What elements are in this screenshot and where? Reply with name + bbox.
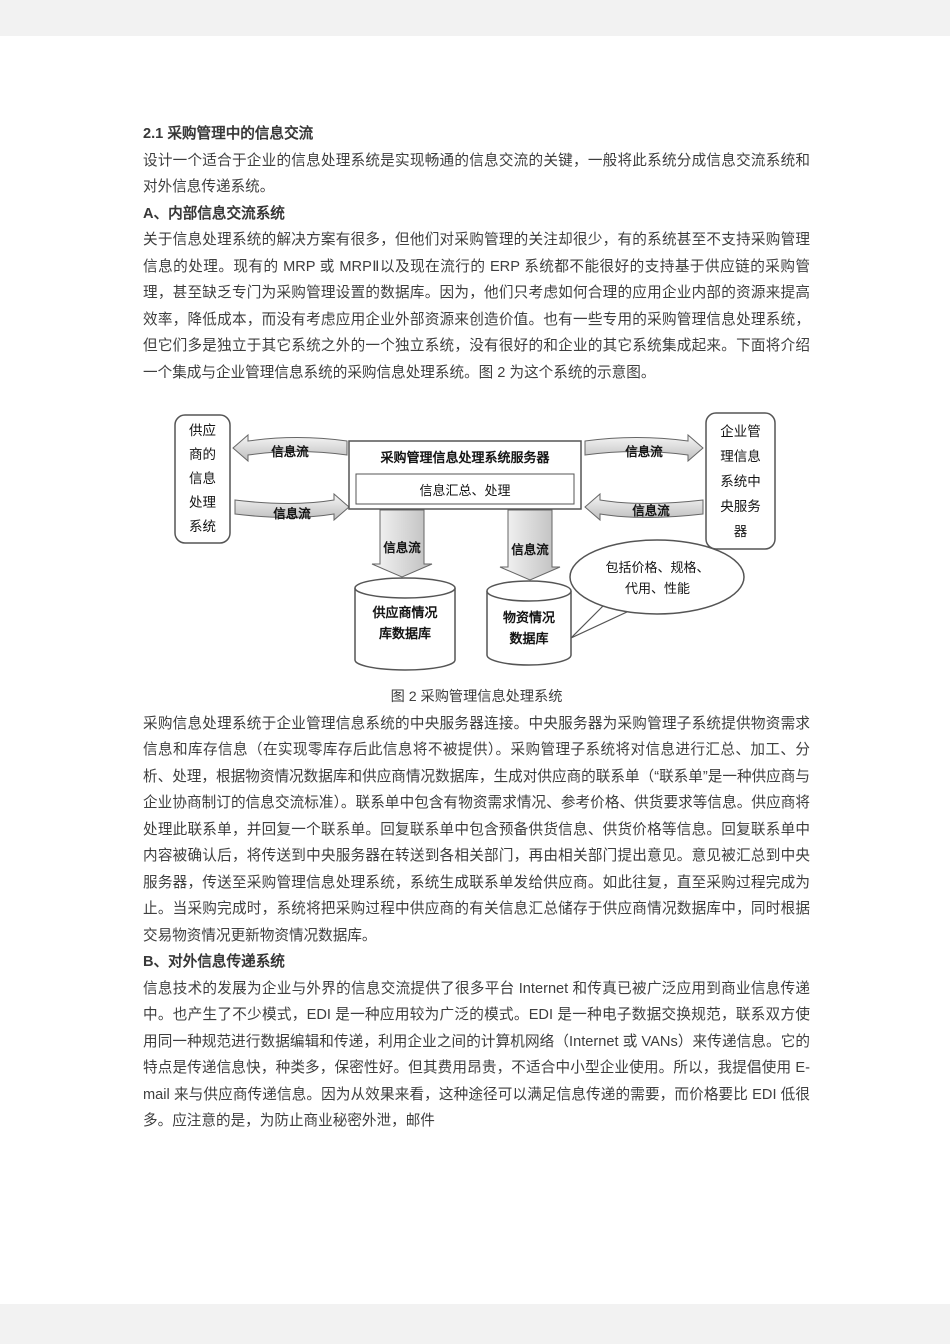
- callout-label: 包括价格、规格、 代用、性能: [605, 560, 710, 596]
- page-top-margin: [0, 0, 950, 36]
- procurement-server-title: 采购管理信息处理系统服务器: [380, 450, 550, 465]
- enterprise-server-box: [705, 412, 776, 550]
- flow-label-right-bottom: 信息流: [632, 504, 670, 518]
- flow-arrow-server-to-supplier: [232, 433, 348, 463]
- supplier-system-box: [174, 414, 231, 544]
- paragraph-internal-system: 关于信息处理系统的解决方案有很多，但他们对采购管理的关注却很少，有的系统甚至不支…: [143, 232, 810, 381]
- flow-label-down-right: 信息流: [511, 543, 549, 557]
- subsection-heading-b: B、对外信息传递系统: [143, 954, 285, 970]
- figure-diagram-canvas: [174, 412, 776, 671]
- material-db-cylinder-body: [486, 591, 572, 666]
- flow-arrow-enterprise-to-server: [584, 492, 704, 522]
- callout-ellipse: [569, 539, 745, 615]
- figure-caption: 图 2 采购管理信息处理系统: [390, 689, 563, 705]
- section-heading: 2.1 采购管理中的信息交流: [143, 126, 314, 142]
- document-content: 2.1 采购管理中的信息交流 设计一个适合于企业的信息处理系统是实现畅通的信息交…: [143, 121, 810, 1135]
- flow-arrow-down-supplier-db: [371, 509, 433, 578]
- flow-arrow-supplier-to-server: [234, 492, 350, 522]
- flow-label-left-top: 信息流: [271, 445, 309, 459]
- figure-diagram: 供应 商的 信息 处理 系统 采购管理信息处理系统服务器 信息汇总、处理 企业管…: [143, 406, 810, 684]
- supplier-db-cylinder-top: [354, 577, 456, 599]
- paragraph-intro: 设计一个适合于企业的信息处理系统是实现畅通的信息交流的关键，一般将此系统分成信息…: [143, 152, 810, 196]
- procurement-server-inner-box: [355, 473, 575, 505]
- supplier-system-label: 供应 商的 信息 处理 系统: [189, 423, 216, 534]
- flow-label-down-left: 信息流: [383, 541, 421, 555]
- paragraph-process-description: 采购信息处理系统于企业管理信息系统的中央服务器连接。中央服务器为采购管理子系统提…: [143, 715, 810, 944]
- material-db-label: 物资情况 数据库: [502, 610, 555, 646]
- supplier-db-cylinder-body: [354, 588, 456, 671]
- flow-arrow-down-material-db: [499, 509, 561, 581]
- procurement-server-subtitle: 信息汇总、处理: [419, 483, 511, 498]
- material-db-cylinder-top: [486, 580, 572, 602]
- supplier-db-label: 供应商情况 库数据库: [372, 605, 438, 641]
- flow-arrow-server-to-enterprise: [584, 433, 704, 463]
- paragraph-external-system: 信息技术的发展为企业与外界的信息交流提供了很多平台 Internet 和传真已被…: [143, 980, 810, 1130]
- flow-label-left-bottom: 信息流: [273, 507, 311, 521]
- page-bottom-margin: [0, 1304, 950, 1344]
- flow-label-right-top: 信息流: [625, 445, 663, 459]
- enterprise-server-label: 企业管 理信息 系统中 央服务 器: [720, 423, 761, 539]
- subsection-heading-a: A、内部信息交流系统: [143, 205, 285, 222]
